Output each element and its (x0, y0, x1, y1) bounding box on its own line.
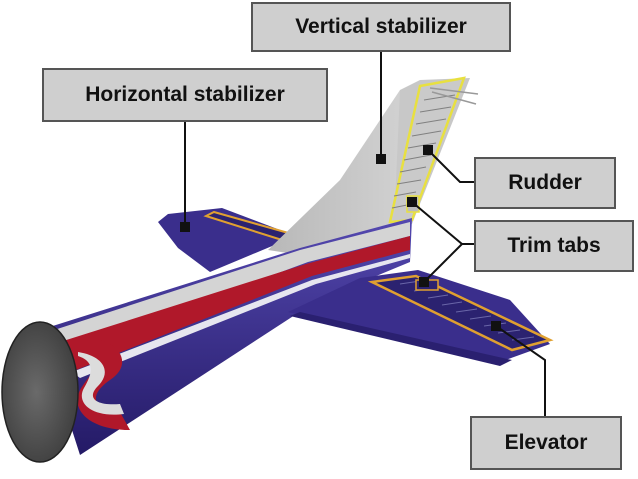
marker-horizontal-stabilizer (180, 222, 190, 232)
right-horizontal-stabilizer (288, 270, 550, 366)
fuselage (40, 218, 412, 455)
elevator-label: Elevator (470, 416, 622, 470)
rudder-label: Rudder (474, 157, 616, 209)
marker-trim-tab-upper (407, 197, 417, 207)
horizontal-stabilizer-label: Horizontal stabilizer (42, 68, 328, 122)
fuselage-end-cap (1, 321, 79, 463)
left-horizontal-stabilizer (158, 208, 296, 272)
leader-elevator (495, 325, 546, 416)
leader-rudder (427, 149, 474, 183)
trim-tabs-label: Trim tabs (474, 220, 634, 272)
leader-lines (184, 52, 546, 416)
marker-elevator (491, 321, 501, 331)
marker-vertical-stabilizer (376, 154, 386, 164)
marker-trim-tab-lower (419, 277, 429, 287)
leader-endpoints (180, 145, 501, 331)
leader-trim-tab-lower (423, 243, 463, 283)
vertical-stabilizer-label: Vertical stabilizer (251, 2, 511, 52)
leader-trim-tab-upper (411, 201, 474, 245)
marker-rudder (423, 145, 433, 155)
